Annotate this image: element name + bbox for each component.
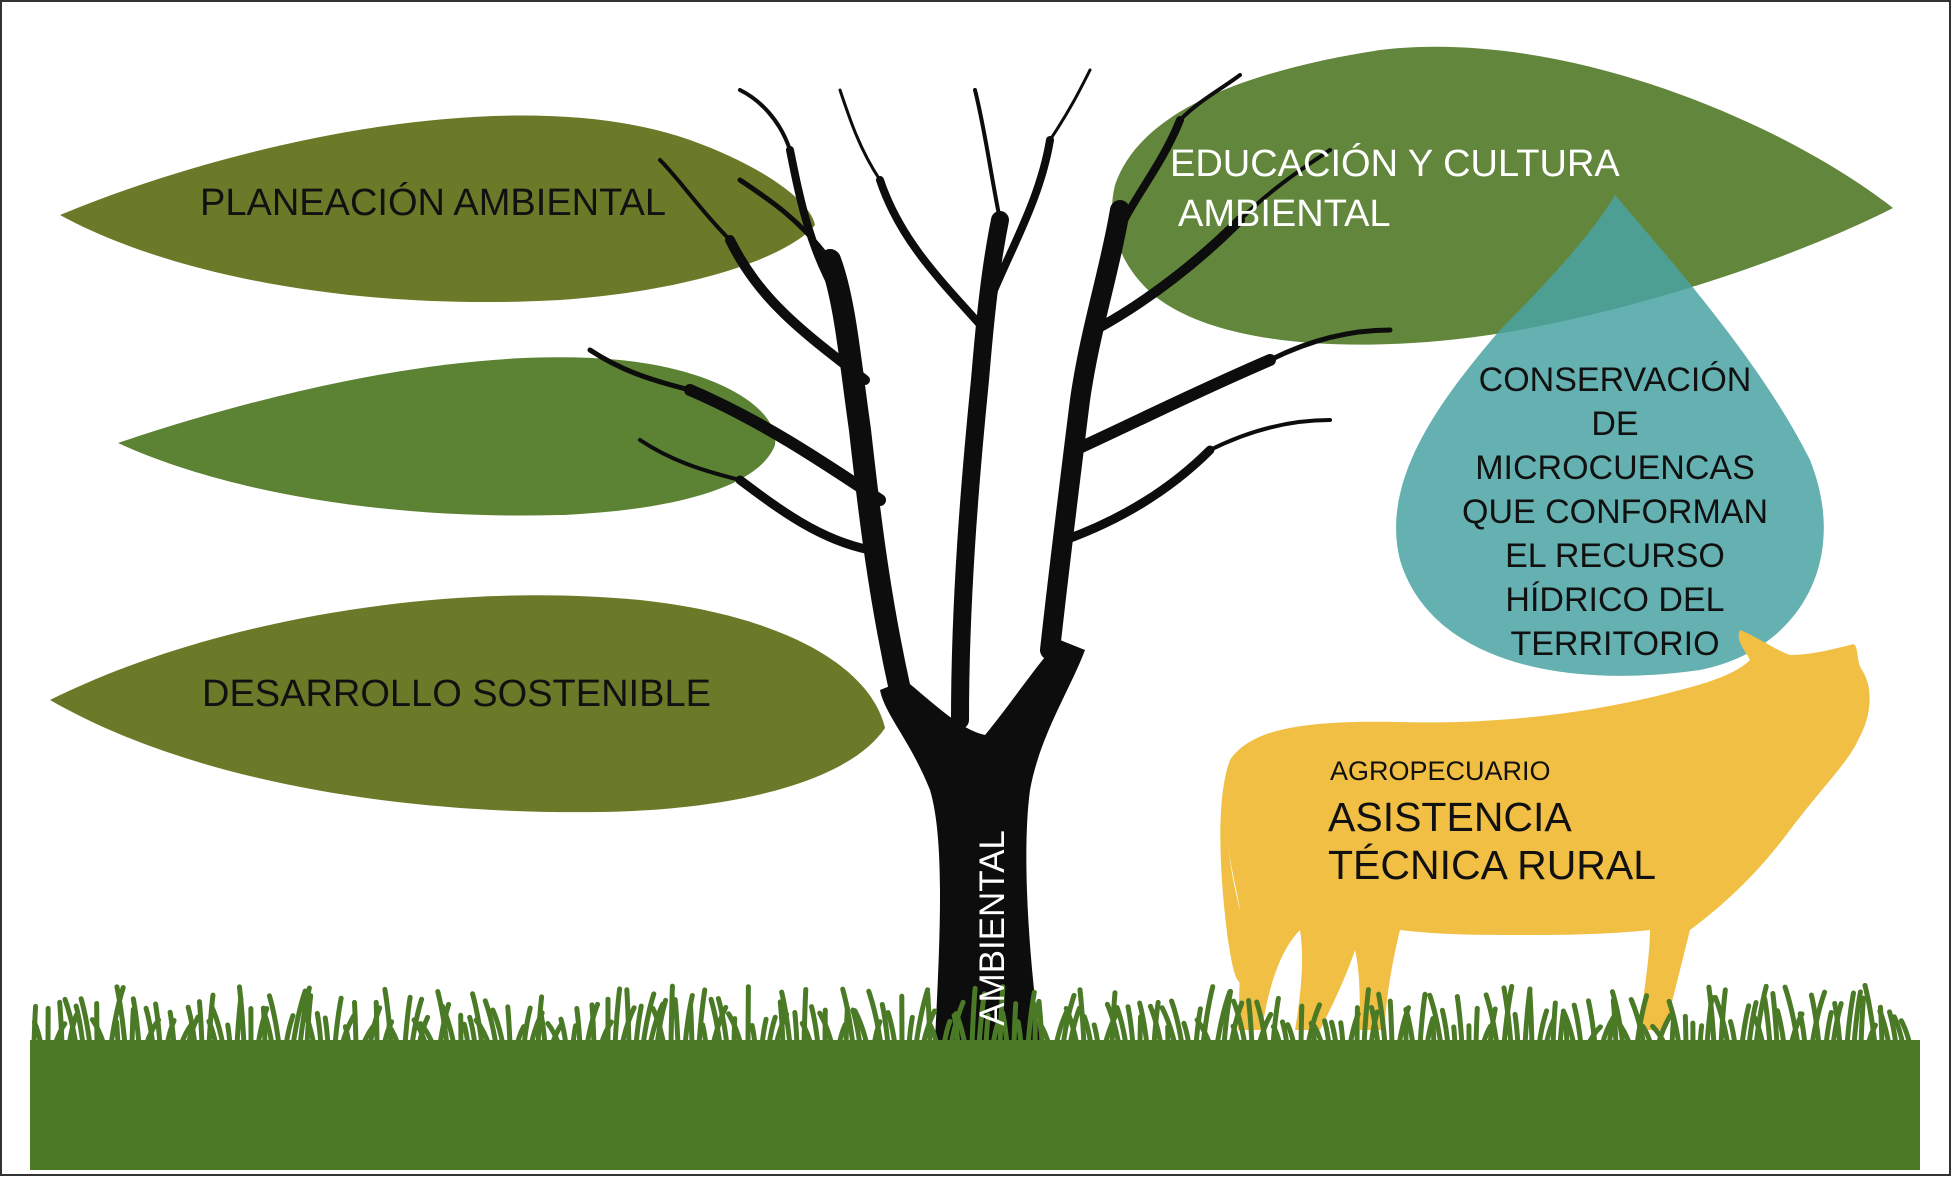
grass-blade xyxy=(156,1004,160,1045)
leaf-middle xyxy=(118,357,775,515)
grass-blade xyxy=(1301,1006,1302,1045)
grass-blade xyxy=(1442,1010,1448,1045)
conservacion-line: DE xyxy=(1420,402,1810,446)
grass-blade xyxy=(405,997,410,1045)
grass-blade xyxy=(1765,999,1770,1045)
desarrollo-label: DESARROLLO SOSTENIBLE xyxy=(202,673,711,716)
educacion-label-line2: AMBIENTAL xyxy=(1178,193,1391,236)
grass-blade xyxy=(1476,1008,1477,1045)
grass-blade xyxy=(1249,1001,1252,1045)
ground-strip xyxy=(30,1040,1920,1170)
grass-blade xyxy=(592,1005,594,1045)
grass-blade xyxy=(60,1002,62,1045)
grass-blade xyxy=(1018,1022,1021,1045)
conservacion-line: CONSERVACIÓN xyxy=(1420,358,1810,402)
grass-blade xyxy=(795,1013,797,1045)
grass-blade xyxy=(239,987,244,1045)
grass-blade xyxy=(199,1002,202,1045)
grass-blade xyxy=(508,1007,510,1045)
grass-blade xyxy=(117,1022,118,1045)
grass-blade xyxy=(636,1006,641,1045)
grass-blade xyxy=(1700,1026,1702,1045)
grass-blade xyxy=(1390,1001,1392,1045)
conservacion-line: TERRITORIO xyxy=(1420,622,1810,666)
grass-blade xyxy=(1553,1003,1555,1045)
grass-blade xyxy=(1341,1023,1343,1045)
grass-blade xyxy=(354,1002,356,1045)
agropecuario-label: AGROPECUARIO xyxy=(1330,756,1551,787)
grass-blade xyxy=(615,989,620,1045)
educacion-label-line1: EDUCACIÓN Y CULTURA xyxy=(1170,143,1620,186)
grass-blade xyxy=(573,1026,576,1045)
grass-blade xyxy=(1685,1016,1686,1045)
conservacion-label: CONSERVACIÓN DE MICROCUENCAS QUE CONFORM… xyxy=(1420,358,1810,666)
grass-blade xyxy=(325,1018,328,1045)
grass-blade xyxy=(1128,1007,1133,1045)
grass-blade xyxy=(1420,994,1425,1045)
grass-blade xyxy=(671,986,672,1045)
grass-blade xyxy=(1433,1023,1434,1045)
grass-blade xyxy=(1454,1027,1455,1045)
grass-blade xyxy=(691,1006,692,1045)
conservacion-line: QUE CONFORMAN xyxy=(1420,490,1810,534)
grass-blade xyxy=(804,989,806,1045)
asistencia-label-line2: TÉCNICA RURAL xyxy=(1328,842,1656,889)
grass-blade xyxy=(752,1026,755,1045)
planeacion-label: PLANEACIÓN AMBIENTAL xyxy=(200,182,666,225)
grass-blade xyxy=(1530,991,1532,1045)
grass-blade xyxy=(376,1002,377,1045)
conservacion-line: HÍDRICO DEL xyxy=(1420,578,1810,622)
trunk-label: AMBIENTAL xyxy=(973,830,1013,1026)
conservacion-line: EL RECURSO xyxy=(1420,534,1810,578)
grass-blade xyxy=(928,993,930,1045)
grass-blade xyxy=(524,1008,530,1045)
grass-blade xyxy=(1014,1004,1016,1045)
grass-blade xyxy=(228,1025,230,1045)
grass-blade xyxy=(812,1007,818,1045)
grass-blade xyxy=(1035,1005,1036,1045)
grass-blade xyxy=(1861,998,1863,1045)
grass-blade xyxy=(627,990,629,1045)
grass-blade xyxy=(909,1017,912,1045)
asistencia-label-line1: ASISTENCIA xyxy=(1328,794,1572,841)
conservacion-line: MICROCUENCAS xyxy=(1420,446,1810,490)
grass-blade xyxy=(1773,994,1777,1045)
grass-blade xyxy=(1457,997,1462,1045)
grass-blade xyxy=(132,1009,133,1045)
grass-blade xyxy=(335,998,341,1045)
grass-blade xyxy=(577,1009,580,1045)
grass-blade xyxy=(675,1000,678,1045)
grass-blade xyxy=(1140,1017,1141,1045)
grass-blade xyxy=(1515,1014,1518,1045)
